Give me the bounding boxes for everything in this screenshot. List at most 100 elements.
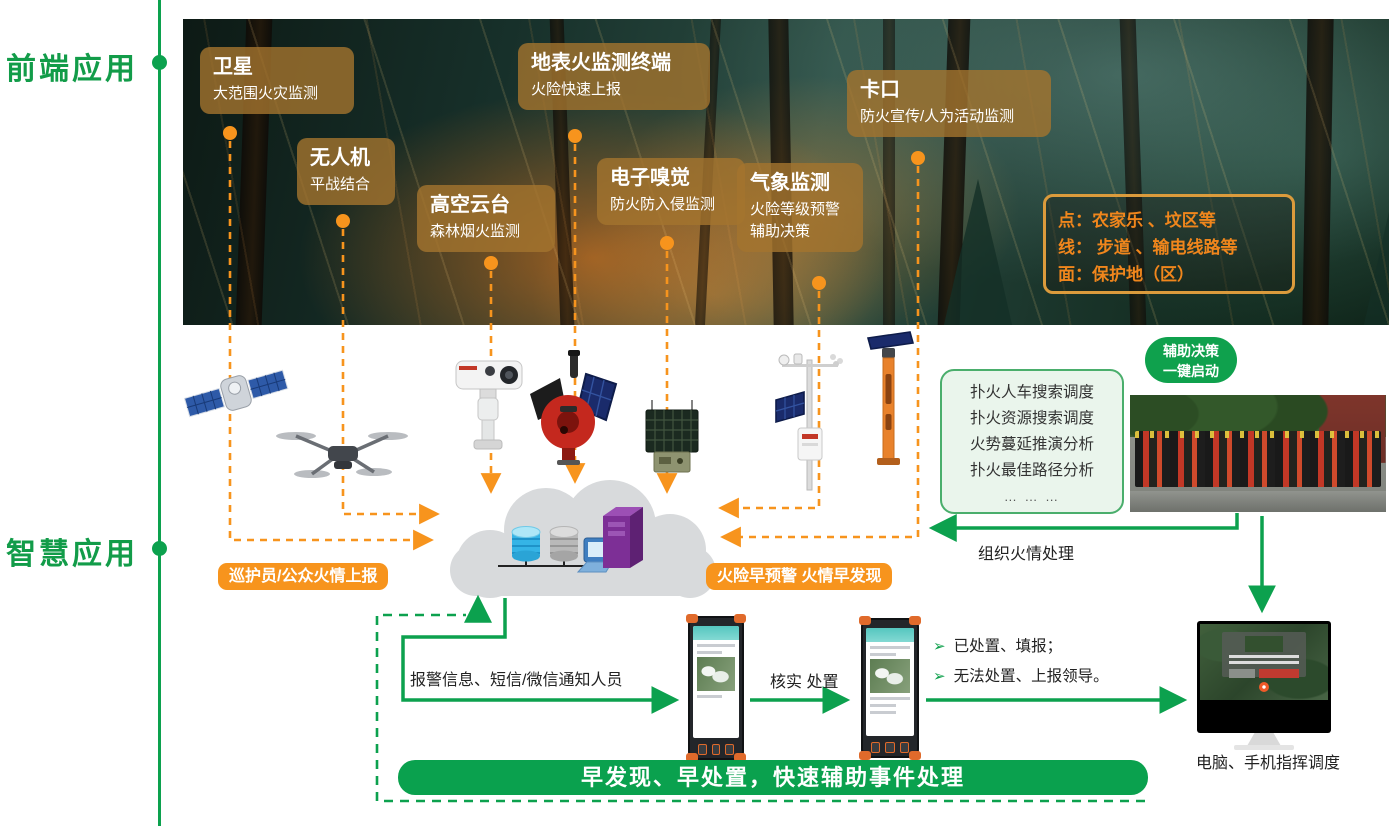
handling-result-list: ➢ 已处置、填报； ➢ 无法处置、上报领导。 [933,637,1109,697]
dialog-thumbnail [1244,635,1284,652]
label-weather: 气象监测 火险等级预警 辅助决策 [737,163,863,252]
text-line [697,695,723,698]
phone-screen [866,628,914,736]
label-surface-fire: 地表火监测终端 火险快速上报 [518,43,710,110]
phone-corner [686,753,698,762]
label-line: 辅助决策 [750,222,811,240]
database-icon [549,526,579,562]
command-monitor [1197,621,1331,733]
bullet-text: 无法处置、上报领导。 [953,668,1109,685]
label-line: 森林烟火监测 [430,223,521,240]
checkpoint-pole-icon [866,331,915,465]
label-line: 火险快速上报 [531,81,622,98]
organize-response-label: 组织火情处理 [978,546,1075,563]
phone-corner [734,753,746,762]
connector-checkpoint-cloud [720,166,920,548]
label-line: 防火防入侵监测 [610,196,716,213]
satellite-icon [183,369,289,418]
legend-line: 点：农家乐 、坟区等 [1058,211,1216,230]
dialog-buttons [1228,669,1300,678]
decision-item: 扑火最佳路径分析 [969,462,1094,479]
monitor-map-screen [1200,624,1328,700]
label-dot [911,151,925,165]
text-line [870,711,897,714]
dialog-cancel-button [1228,669,1256,678]
text-line [870,697,910,700]
verify-handle-label: 核实 处置 [770,674,839,691]
label-line: 防火宣传/人为活动监测 [860,108,1015,125]
label-title: 高空云台 [430,194,510,216]
connector-drone-cloud [341,229,440,525]
phone-corner [859,751,871,760]
label-line: 平战结合 [310,176,371,193]
rail-line [158,0,161,826]
early-warning-banner: 火险早预警 火情早发现 [706,563,893,590]
one-key-start-badge: 辅助决策 一键启动 [1145,337,1237,383]
label-dot [484,256,498,270]
legend-line: 线： 步道 、输电线路等 [1058,238,1238,257]
rail-label-smart: 智慧应用 [6,538,138,571]
cloud-platform-icon [450,480,716,598]
database-icon [511,526,541,562]
label-title: 地表火监测终端 [531,52,671,74]
early-handling-banner: 早发现、早处置，快速辅助事件处理 [398,760,1148,795]
app-header [693,626,739,640]
fire-confirm-dialog [1221,631,1307,678]
smoke-photo-thumbnail [697,657,735,691]
label-dot [660,236,674,250]
phone-keys [871,742,909,753]
label-satellite: 卫星 大范围火灾监测 [200,47,354,114]
phone-corner [859,616,871,625]
decision-item: … … … [1003,489,1061,504]
arrow-bullet-icon: ➢ [933,668,946,685]
label-checkpoint: 卡口 防火宣传/人为活动监测 [847,70,1051,137]
list-item: ➢ 无法处置、上报领导。 [933,667,1109,687]
label-electronic-nose: 电子嗅觉 防火防入侵监测 [597,158,745,225]
bullet-text: 已处置、填报； [953,638,1063,655]
rail-dot-smart [152,541,167,556]
text-line [870,653,897,656]
badge-line: 一键启动 [1163,362,1219,379]
label-dot [812,276,826,290]
phone-screen [693,626,739,738]
decision-support-box: 扑火人车搜索调度 扑火资源搜索调度 火势蔓延推演分析 扑火最佳路径分析 … … … [940,369,1124,514]
text-line [870,704,897,707]
connector-organize-response [928,513,1239,542]
phone-corner [909,751,921,760]
dialog-text-line [1228,655,1300,658]
label-title: 卫星 [213,56,253,78]
legend-line: 面：保护地（区） [1058,265,1194,284]
ptz-camera-icon [455,360,523,450]
phone-keys [698,744,735,755]
rugged-phone [686,614,746,762]
monitor-stand [1247,733,1281,746]
decision-item: 火势蔓延推演分析 [969,436,1094,453]
label-title: 电子嗅觉 [610,167,690,189]
dialog-text-line [1228,661,1300,664]
phone-corner [686,614,698,623]
weather-station-icon [775,353,843,491]
label-ptz: 高空云台 森林烟火监测 [417,185,555,252]
label-title: 卡口 [860,79,900,101]
app-header [866,628,914,642]
label-line: 火险等级预警 [750,201,841,218]
dialog-confirm-button [1259,669,1300,678]
electronic-nose-sensor-icon [645,400,699,473]
server-tower-icon [603,507,643,568]
phone-corner [734,614,746,623]
list-item: ➢ 已处置、填报； [933,637,1109,657]
phone-corner [909,616,921,625]
connector-satellite-cloud [228,141,434,551]
label-dot [223,126,237,140]
protection-scope-legend: 点：农家乐 、坟区等 线： 步道 、输电线路等 面：保护地（区） [1043,194,1295,294]
arrow-bullet-icon: ➢ [933,638,946,655]
patrol-report-banner: 巡护员/公众火情上报 [218,563,389,590]
rugged-phone [859,616,921,760]
decision-item: 扑火人车搜索调度 [969,384,1094,401]
connector-feedback-loop [375,613,1145,803]
alarm-notify-label: 报警信息、短信/微信通知人员 [410,672,623,689]
text-line [870,646,910,649]
connector-cloud-phone1 [401,598,680,714]
fire-location-marker [1259,681,1269,692]
